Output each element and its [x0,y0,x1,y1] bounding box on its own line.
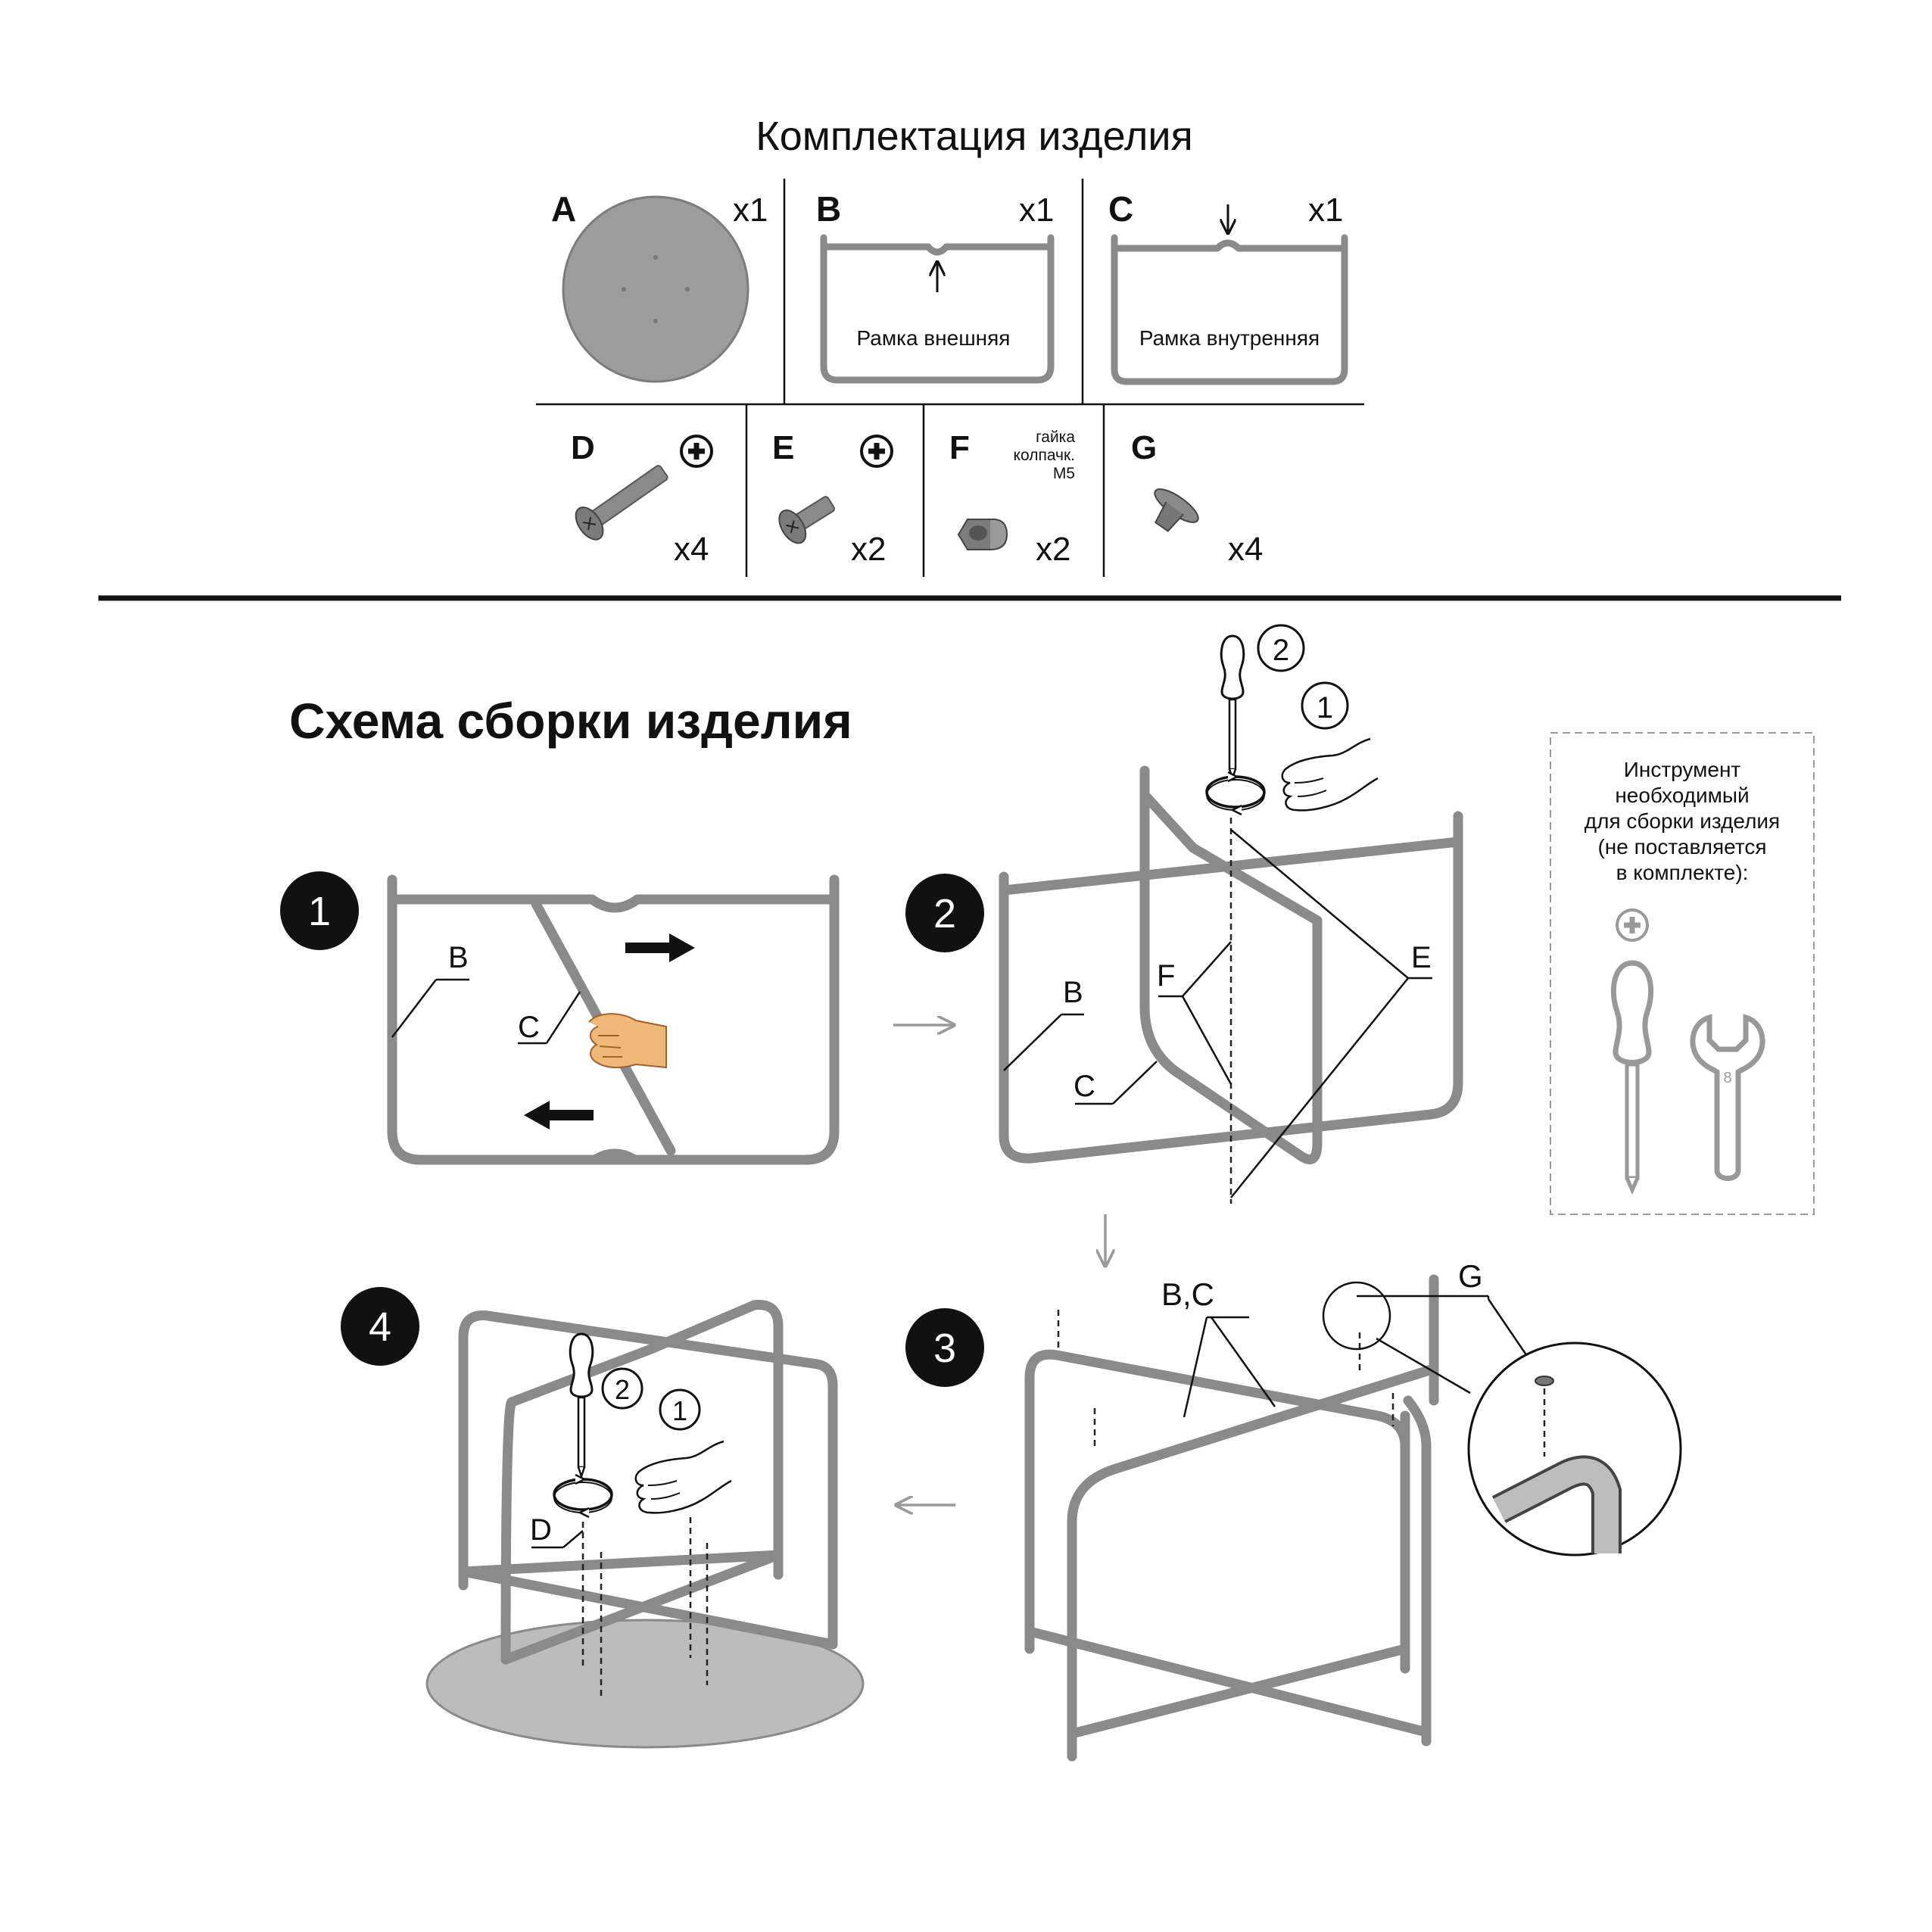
step-4: 4 2 1 D [341,1287,865,1749]
kit-title: Комплектация изделия [756,114,1193,159]
tools-line-1: Инструмент [1624,758,1741,781]
left-arrow-icon [524,1101,594,1130]
step-1: 1 B C [280,871,840,1165]
part-a-letter: A [551,189,576,229]
wrench-size: 8 [1723,1070,1731,1086]
bolt-long [575,465,668,541]
label-d-step4: D [530,1513,552,1547]
step-badge-3 [905,1308,984,1387]
action-mark-1-step4: 1 [672,1395,687,1426]
part-e-qty: x2 [851,531,886,568]
part-g: G x4 [1131,429,1263,568]
phillips-head-icon [680,435,713,468]
label-f-step2: F [1157,959,1175,992]
tools-line-5: в комплекте): [1616,861,1749,884]
phillips-screwdriver-icon [1610,960,1654,1195]
part-f-qty: x2 [1036,531,1070,568]
part-b-letter: B [816,189,841,229]
tools-line-2: необходимый [1615,784,1749,807]
foot-plug [1154,488,1199,532]
detail-callout [1467,1341,1682,1557]
part-g-letter: G [1131,429,1157,466]
step-number-4: 4 [369,1304,391,1350]
part-d: D x4 [571,429,713,568]
part-f-note-2: колпачк. [1014,447,1075,464]
part-d-qty: x4 [674,531,709,568]
label-bc-step3: B,C [1161,1276,1214,1312]
rotation-arrow-icon [553,1473,613,1519]
part-f-letter: F [949,429,970,466]
label-b-step2: B [1063,976,1083,1009]
action-mark-2: 2 [1273,634,1289,667]
part-g-qty: x4 [1228,531,1263,568]
cap-nut [957,518,1008,550]
step-badge-4 [341,1287,419,1366]
label-c-step1: C [518,1011,540,1044]
phillips-head-icon [860,435,893,468]
part-c-qty: x1 [1308,192,1343,229]
bolt-short [778,496,835,544]
kit-grid [536,179,1364,577]
hand-icon [634,1440,733,1514]
hand-icon [588,1013,667,1069]
part-a: A x1 [551,189,768,383]
label-b-step1: B [448,941,469,974]
step-number-2: 2 [933,891,956,936]
part-f-note-3: M5 [1053,465,1075,482]
right-arrow-icon [625,933,695,962]
rotation-arrow-icon [1205,771,1266,816]
label-e-step2: E [1411,941,1432,974]
step-badge-1 [280,871,359,950]
screwdriver-icon [569,1332,594,1478]
part-a-qty: x1 [733,192,768,229]
label-g-step3: G [1458,1258,1483,1294]
tools-panel: Инструмент необходимый для сборки издели… [1550,732,1815,1215]
assembly-title: Схема сборки изделия [289,693,852,749]
tabletop-disc [562,195,749,383]
wrench-icon: 8 [1690,1014,1765,1181]
action-mark-1: 1 [1317,691,1333,724]
step-number-3: 3 [933,1326,956,1371]
part-b-qty: x1 [1019,192,1054,229]
part-c-caption: Рамка внутренняя [1139,326,1320,350]
label-c-step2: C [1074,1070,1095,1103]
part-d-letter: D [571,429,595,466]
tools-line-3: для сборки изделия [1585,809,1780,833]
part-e-letter: E [772,429,794,466]
tools-line-4: (не поставляется [1597,835,1766,858]
part-f: F гайка колпачк. M5 x2 [949,428,1075,568]
step-badge-2 [905,874,984,952]
step-number-1: 1 [308,889,331,934]
step-2: 2 2 1 B C F E [905,624,1463,1204]
part-c-letter: C [1108,189,1133,229]
hand-icon [1281,737,1379,812]
part-c: C x1 Рамка внутренняя [1108,189,1348,385]
part-e: E x2 [772,429,893,568]
step-3: 3 B,C G [905,1258,1682,1762]
part-f-note-1: гайка [1036,428,1075,446]
part-b-caption: Рамка внешняя [857,326,1011,350]
screwdriver-icon [1220,634,1245,780]
part-b: B x1 Рамка внешняя [816,189,1055,384]
action-mark-2-step4: 2 [615,1374,630,1405]
phillips-head-icon [1616,908,1649,942]
